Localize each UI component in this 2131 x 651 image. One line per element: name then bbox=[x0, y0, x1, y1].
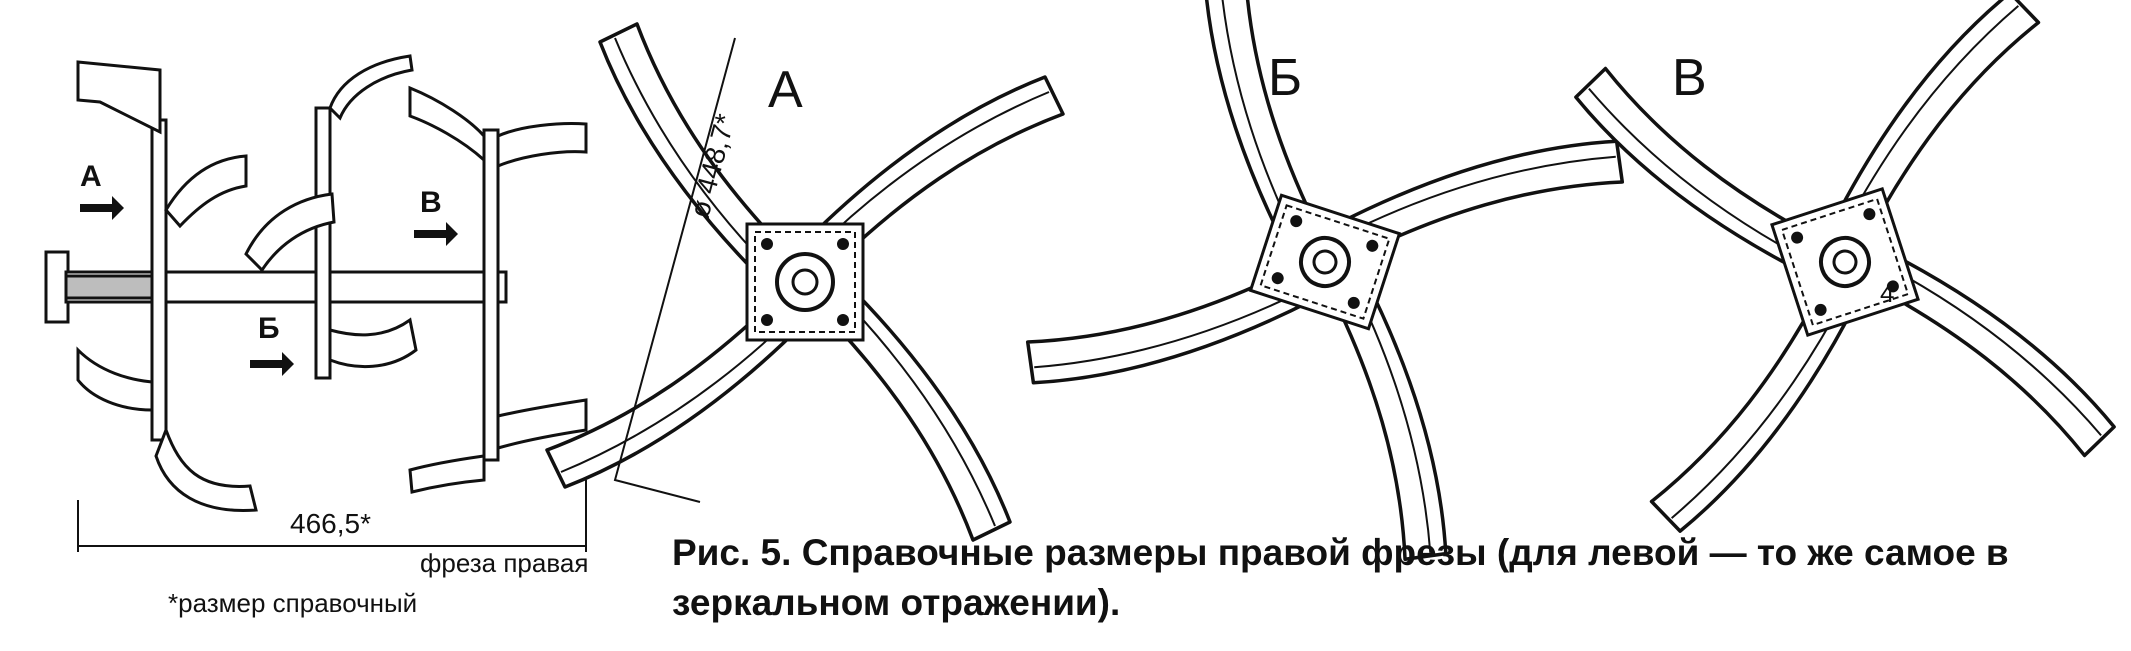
disc-1 bbox=[150, 118, 168, 442]
arrow-a-label: А bbox=[80, 160, 102, 193]
arrow-b-icon bbox=[250, 352, 294, 376]
disc-2 bbox=[314, 106, 332, 380]
arrow-b-label: Б bbox=[258, 312, 280, 345]
figure-caption: Рис. 5. Справочные размеры правой фрезы … bbox=[672, 532, 2009, 623]
arrow-v-label: В bbox=[420, 186, 442, 219]
side-view bbox=[44, 54, 588, 552]
shaft-hub bbox=[64, 274, 158, 300]
view-v bbox=[1520, 0, 2131, 587]
view-b bbox=[1000, 0, 1650, 587]
disc-3 bbox=[482, 128, 500, 462]
tiller-side-label: фреза правая bbox=[420, 548, 589, 578]
view-a bbox=[547, 24, 1063, 540]
view-a-label: А bbox=[768, 61, 803, 119]
hole-number-label: 4 bbox=[1880, 278, 1895, 308]
view-b-label: Б bbox=[1268, 49, 1303, 107]
arrow-v-icon bbox=[414, 222, 458, 246]
view-v-label: В bbox=[1672, 49, 1707, 107]
reference-note: *размер справочный bbox=[168, 588, 418, 618]
diameter-dimension bbox=[613, 37, 736, 503]
length-label: 466,5* bbox=[290, 508, 371, 539]
arrow-a-icon bbox=[80, 196, 124, 220]
